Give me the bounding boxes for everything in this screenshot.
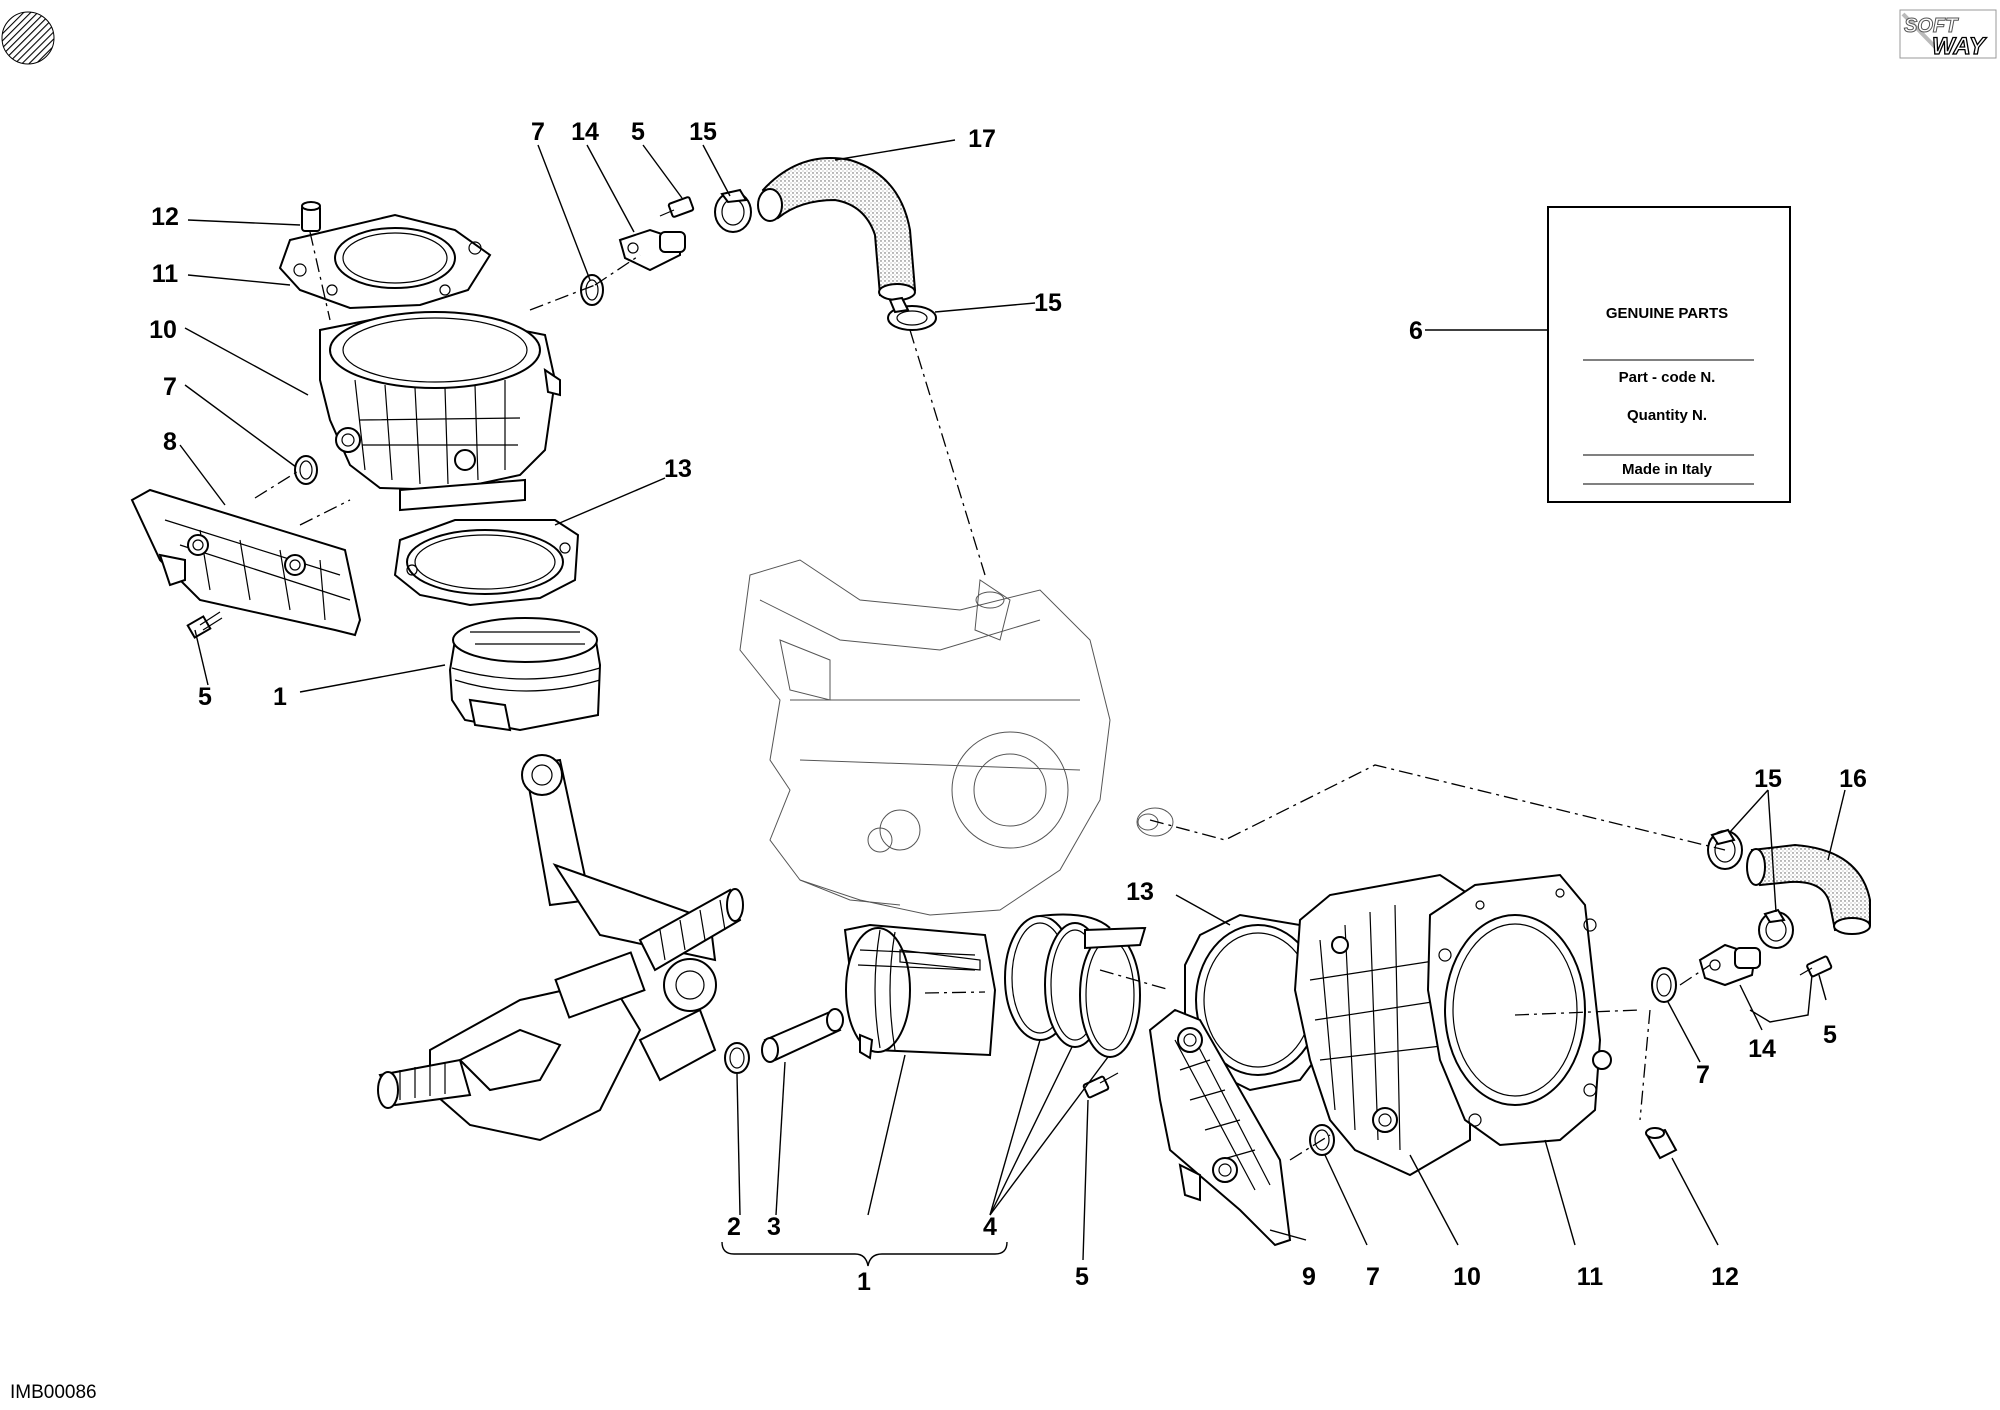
callout-1-upper: 1 <box>273 683 287 711</box>
water-union-upper <box>618 228 686 272</box>
gudgeon-pin-lower <box>761 1008 844 1063</box>
callout-4: 4 <box>983 1213 997 1241</box>
callout-13-upper: 13 <box>664 455 692 483</box>
callout-12-lower: 12 <box>1711 1263 1739 1291</box>
callout-16: 16 <box>1839 765 1867 793</box>
water-jacket-cover-lower <box>1148 1008 1292 1247</box>
logo-text-soft: SOFT <box>1904 15 1959 37</box>
crankcase-ghost <box>739 559 1174 916</box>
hose-lower <box>1746 843 1871 935</box>
piston-lower <box>843 923 997 1060</box>
callout-15-lower: 15 <box>1754 765 1782 793</box>
label-card-footer: Made in Italy <box>1622 461 1713 478</box>
callout-5-lower-right: 5 <box>1823 1021 1837 1049</box>
cylinder-lower <box>1293 873 1471 1177</box>
piston-rings-lower <box>1004 913 1147 1058</box>
callout-11-upper: 11 <box>152 260 179 288</box>
callout-1-lower: 1 <box>857 1268 871 1296</box>
dowel-pin-upper <box>301 201 321 232</box>
base-gasket-upper <box>393 519 580 607</box>
callout-9: 9 <box>1302 1263 1316 1291</box>
callout-7-lower: 7 <box>1366 1263 1380 1291</box>
callout-7-lower-right: 7 <box>1696 1061 1710 1089</box>
label-card-title: GENUINE PARTS <box>1606 305 1728 322</box>
callout-5-lower: 5 <box>1075 1263 1089 1291</box>
head-gasket-lower <box>1426 873 1612 1147</box>
callout-numbers: 12 11 10 7 8 13 5 1 7 14 5 15 17 15 6 13… <box>149 118 1867 1296</box>
callout-2: 2 <box>727 1213 741 1241</box>
callout-5-upper-left: 5 <box>198 683 212 711</box>
water-jacket-cover-upper <box>130 488 362 637</box>
callout-13-lower: 13 <box>1126 878 1154 906</box>
callout-8: 8 <box>163 428 177 456</box>
striped-disc-icon <box>1 11 55 65</box>
circlip-lower <box>724 1042 750 1074</box>
hose-clamp-lower-b <box>1758 908 1794 949</box>
callout-7-upper-mid: 7 <box>531 118 545 146</box>
callout-10-lower: 10 <box>1453 1263 1481 1291</box>
callout-10-upper: 10 <box>149 316 177 344</box>
water-union-lower <box>1698 943 1761 987</box>
callout-11-lower: 11 <box>1577 1263 1604 1291</box>
image-code: IMB00086 <box>10 1382 97 1403</box>
oring-upper-mid <box>580 274 604 306</box>
screw-lower-left <box>1082 1072 1119 1099</box>
head-gasket-upper <box>278 213 492 310</box>
callout-6: 6 <box>1409 317 1423 345</box>
callout-14-lower: 14 <box>1748 1035 1776 1063</box>
oring-lower-right <box>1651 967 1677 1003</box>
piston-upper <box>448 617 602 732</box>
screw-lower-right <box>1799 955 1833 978</box>
callout-12-upper: 12 <box>151 203 179 231</box>
label-card-part-code: Part - code N. <box>1619 369 1716 386</box>
callout-14-upper: 14 <box>571 118 599 146</box>
hose-clamp-upper-a <box>714 188 752 233</box>
callout-15-upper-a: 15 <box>689 118 717 146</box>
assembly-lines <box>254 231 1726 1161</box>
logo-text-way: WAY <box>1932 33 1987 60</box>
screw-upper-mid <box>659 196 695 218</box>
screw-upper-left <box>186 611 223 639</box>
genuine-parts-label-card: GENUINE PARTS Part - code N. Quantity N.… <box>1547 206 1791 503</box>
hose-upper <box>757 157 917 301</box>
leader-lines <box>179 139 1846 1267</box>
oring-upper-left <box>294 455 318 485</box>
callout-5-upper-mid: 5 <box>631 118 645 146</box>
cylinder-upper <box>319 311 561 512</box>
softway-logo-icon: SOFT WAY <box>1899 9 1997 61</box>
callout-15-upper-b: 15 <box>1034 289 1062 317</box>
dowel-pin-lower <box>1645 1127 1678 1160</box>
callout-17: 17 <box>968 125 996 153</box>
crankshaft-conrod-assembly <box>377 754 744 1142</box>
callout-7-upper-left: 7 <box>163 373 177 401</box>
hose-clamp-upper-b <box>887 296 937 331</box>
label-card-quantity: Quantity N. <box>1627 407 1707 424</box>
callout-3: 3 <box>767 1213 781 1241</box>
